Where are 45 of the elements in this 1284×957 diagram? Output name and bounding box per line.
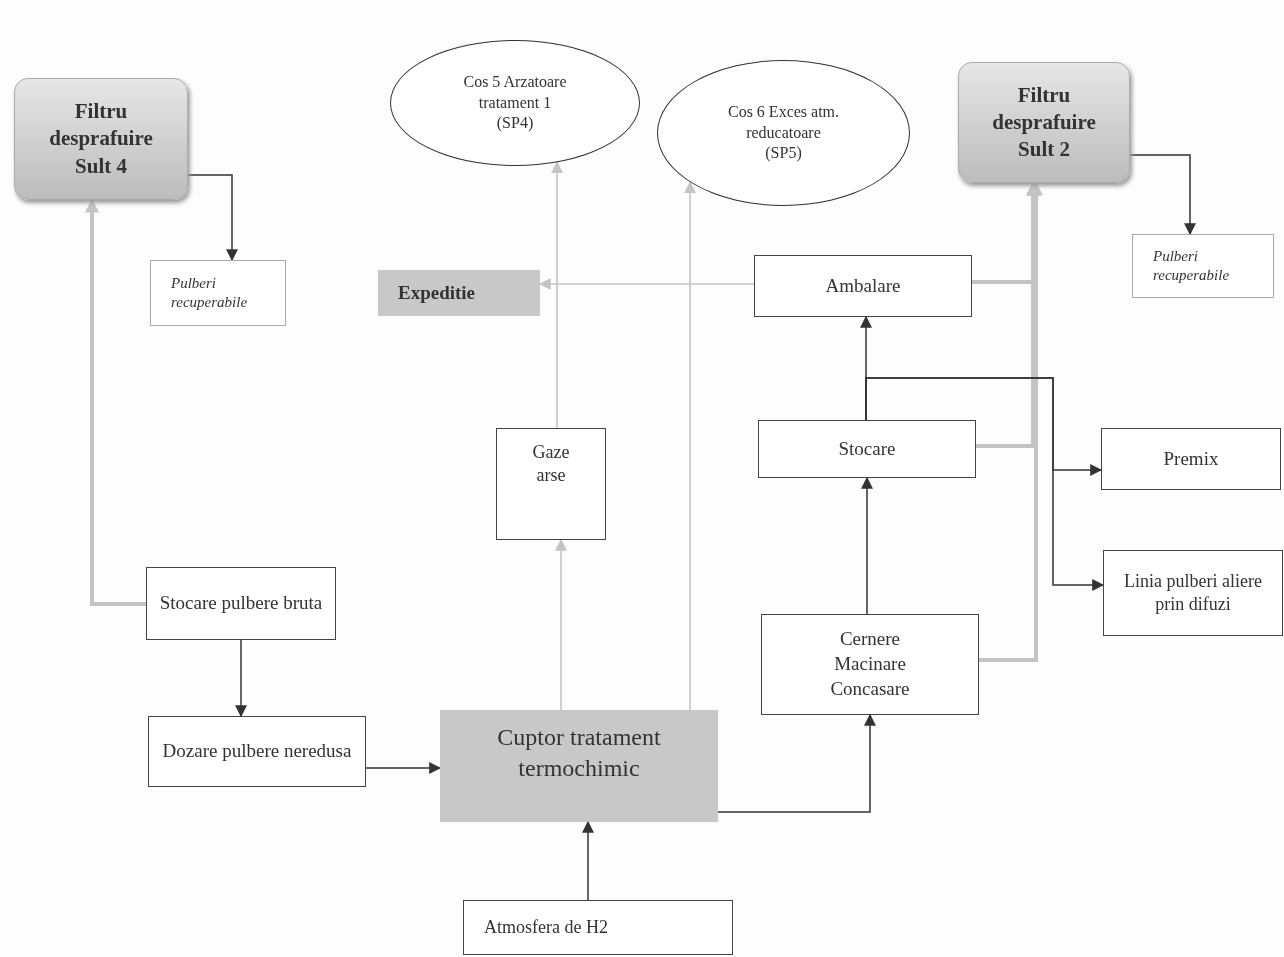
process-box — [754, 255, 972, 317]
process-box — [496, 428, 606, 540]
node-label: Cos 5 Arzatoare tratament 1 (SP4) — [462, 71, 568, 134]
node-label: Pulberi recuperabile — [170, 273, 249, 312]
arrow — [551, 161, 563, 429]
node-label: Linia pulberi aliere prin difuzi — [1123, 569, 1263, 616]
output-box — [1132, 234, 1274, 298]
process-box — [758, 420, 976, 478]
node-label: Dozare pulbere neredusa — [161, 739, 353, 764]
node-label: Premix — [1162, 446, 1220, 471]
arrow — [582, 820, 594, 901]
process-box — [148, 716, 366, 787]
arrow — [1129, 154, 1196, 236]
process-box — [1103, 550, 1283, 636]
arrow — [861, 476, 873, 615]
node-label: Cuptor tratament termochimic — [496, 723, 662, 784]
output-box — [150, 260, 286, 326]
arrow — [684, 180, 696, 711]
arrow — [365, 762, 442, 774]
node-label: Expeditie — [397, 280, 477, 305]
arrow — [979, 181, 1043, 662]
arrow — [555, 538, 567, 711]
arrow — [865, 377, 1105, 591]
process-box — [463, 900, 733, 955]
arrow — [187, 174, 238, 262]
arrow — [235, 639, 247, 718]
node-label: Cernere Macinare Concasare — [829, 627, 911, 701]
arrow — [717, 713, 876, 813]
node-label: Stocare — [837, 436, 897, 461]
node-label: Cos 6 Exces atm. reducatoare (SP5) — [726, 101, 841, 164]
process-box — [761, 614, 979, 715]
node-label: Gaze arse — [531, 441, 571, 488]
node-label: Pulberi recuperabile — [1152, 246, 1231, 285]
node-label: Stocare pulbere bruta — [158, 591, 324, 616]
process-box — [440, 710, 718, 822]
process-box — [146, 567, 336, 640]
node-label: Filtru desprafuire Sult 4 — [48, 98, 154, 180]
arrow — [85, 198, 146, 606]
node-label: Atmosfera de H2 — [483, 915, 609, 939]
filter-box — [14, 78, 188, 200]
process-box — [1101, 428, 1281, 490]
node-label: Ambalare — [824, 273, 902, 298]
filter-box — [958, 62, 1130, 183]
process-box — [378, 270, 540, 316]
node-label: Filtru desprafuire Sult 2 — [991, 81, 1097, 164]
